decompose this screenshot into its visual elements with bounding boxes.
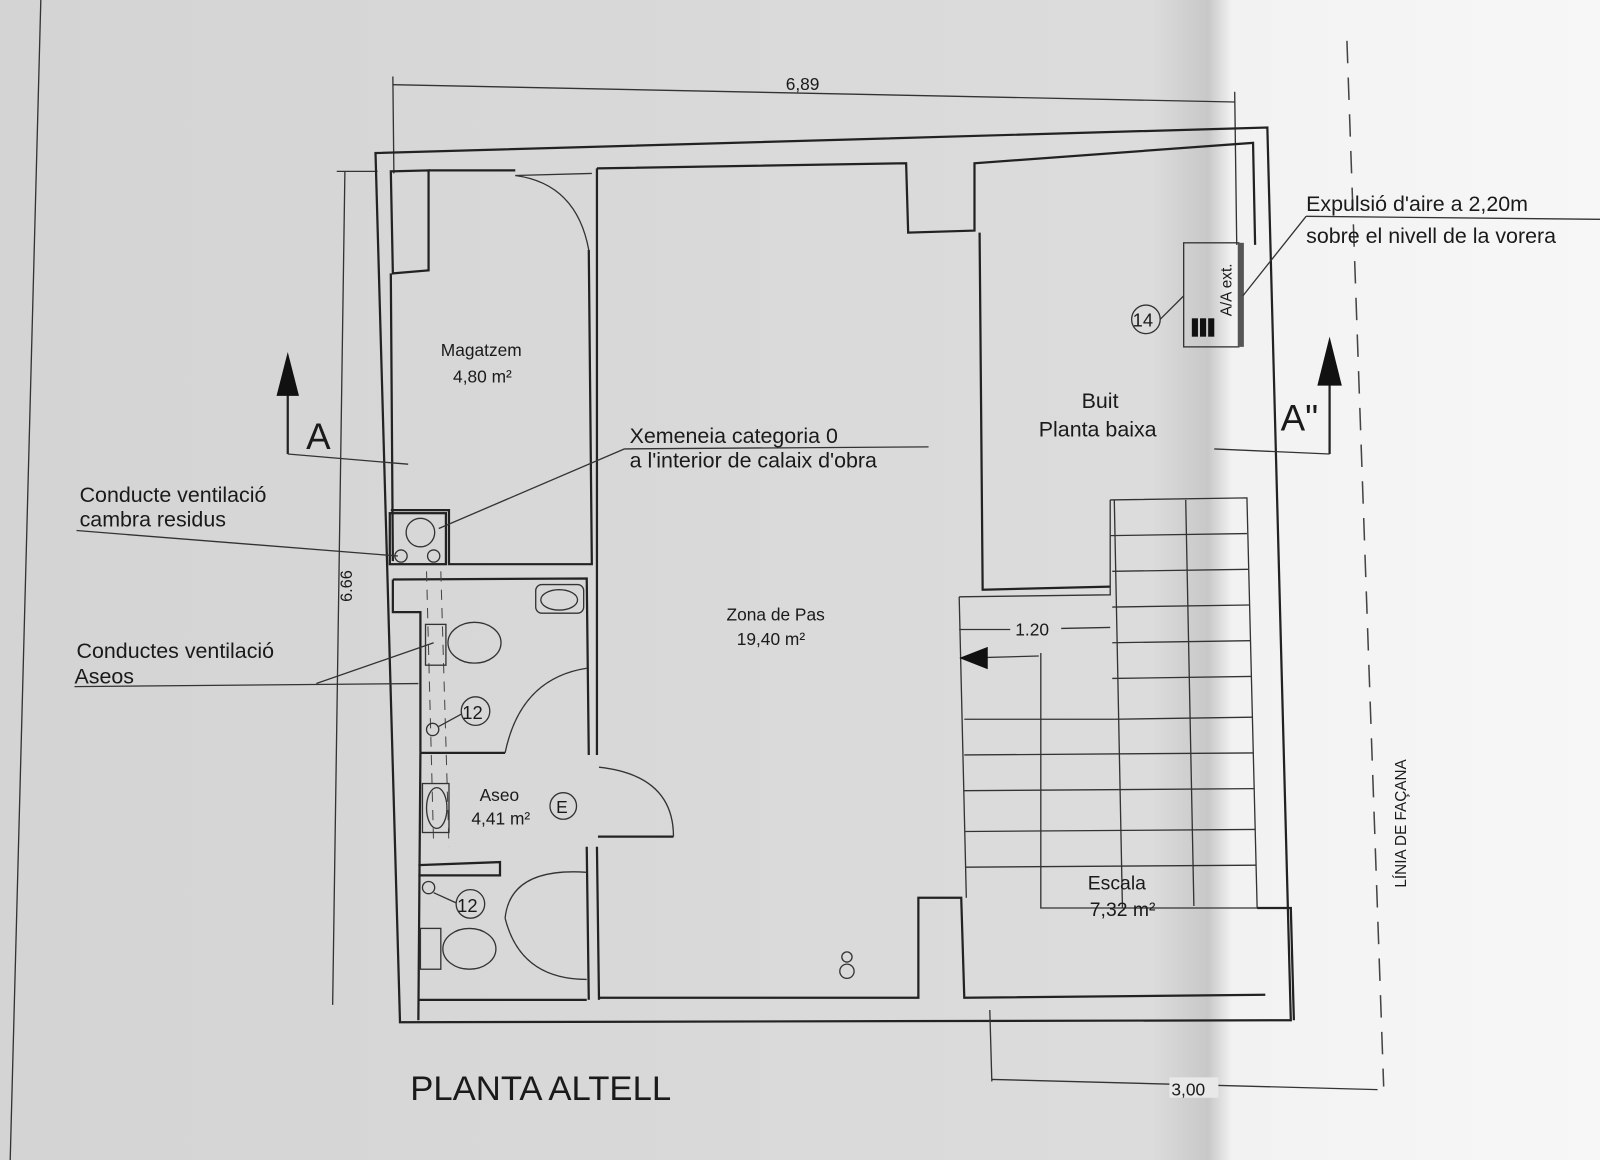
doors bbox=[504, 172, 675, 981]
toilet-vent-note-line1: Conductes ventilació bbox=[77, 639, 275, 663]
marker-12-upper: 12 bbox=[462, 702, 482, 723]
chimney-note-line1: Xemeneia categoria 0 bbox=[630, 424, 838, 448]
chimney-note-line2: a l'interior de calaix d'obra bbox=[630, 448, 877, 472]
room-magatzem-area: 4,80 m² bbox=[453, 367, 512, 387]
dimension-facade-label: 3,00 bbox=[1171, 1080, 1205, 1100]
room-buit-name: Buit bbox=[1082, 389, 1119, 413]
room-zona-pas-name: Zona de Pas bbox=[727, 604, 826, 624]
dimension-left: 6.66 bbox=[331, 170, 378, 1005]
room-magatzem-name: Magatzem bbox=[441, 340, 522, 360]
dimension-top: 6,89 bbox=[392, 71, 1238, 245]
drawing-title: PLANTA ALTELL bbox=[410, 1070, 671, 1108]
room-buit-subtitle: Planta baixa bbox=[1039, 418, 1157, 442]
air-exhaust-note-line1: Expulsió d'aire a 2,20m bbox=[1306, 192, 1528, 216]
staircase bbox=[958, 497, 1258, 909]
marker-12-lower: 12 bbox=[457, 895, 477, 916]
sanitary-fixtures bbox=[419, 583, 855, 980]
air-exhaust-note-line2: sobre el nivell de la vorera bbox=[1306, 224, 1556, 248]
sheet-border bbox=[9, 0, 42, 1160]
waste-vent-note-line1: Conducte ventilació bbox=[80, 483, 267, 507]
room-aseo-area: 4,41 m² bbox=[471, 808, 530, 828]
room-escala-area: 7,32 m² bbox=[1090, 899, 1156, 921]
room-escala-name: Escala bbox=[1088, 873, 1146, 895]
stair-width-label: 1.20 bbox=[1015, 620, 1049, 640]
section-label-a2: A" bbox=[1281, 398, 1319, 439]
dimension-bottom: 3,00 bbox=[989, 1010, 1378, 1100]
dimension-height-label: 6.66 bbox=[338, 570, 356, 602]
marker-14: 14 bbox=[1133, 309, 1153, 330]
toilet-vent-note-line2: Aseos bbox=[74, 665, 134, 689]
waste-vent-note-line2: cambra residus bbox=[80, 507, 226, 531]
facade-line-label: LÍNIA DE FAÇANA bbox=[1393, 758, 1410, 887]
facade-line bbox=[1346, 40, 1385, 1087]
emergency-marker: E bbox=[556, 797, 568, 817]
ac-unit: A/A ext. 14 bbox=[1130, 215, 1600, 348]
section-label-a: A bbox=[306, 416, 331, 457]
room-aseo-name: Aseo bbox=[480, 785, 520, 805]
stair-arrow-icon bbox=[959, 646, 988, 670]
section-mark-left: A bbox=[276, 351, 409, 465]
chimney-box bbox=[76, 446, 929, 566]
room-zona-pas-area: 19,40 m² bbox=[737, 629, 806, 649]
section-mark-right: A" bbox=[1214, 336, 1342, 455]
ac-unit-label: A/A ext. bbox=[1219, 264, 1236, 317]
dimension-width-label: 6,89 bbox=[786, 74, 820, 94]
